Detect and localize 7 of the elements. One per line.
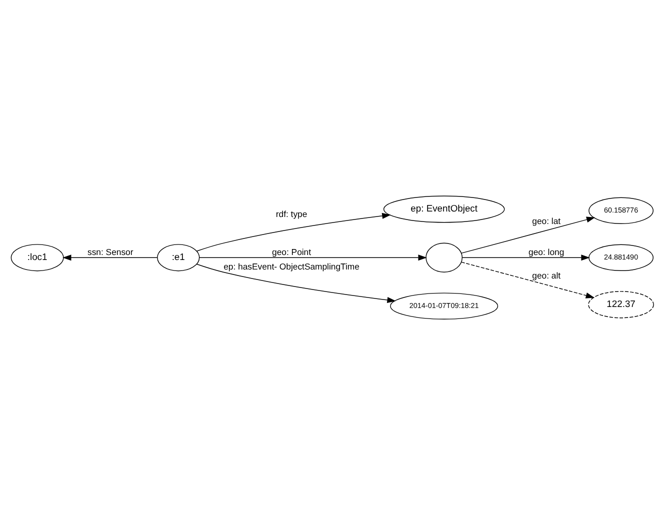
edge-label: geo: lat — [532, 216, 561, 226]
edge-label: ssn: Sensor — [88, 246, 134, 257]
edge-label: geo: long — [528, 246, 564, 257]
edge-label: geo: alt — [532, 270, 561, 280]
edge-label: rdf: type — [276, 208, 308, 218]
edge-label: ep: hasEvent- ObjectSamplingTime — [224, 261, 360, 272]
edge-label: geo: Point — [272, 246, 312, 257]
